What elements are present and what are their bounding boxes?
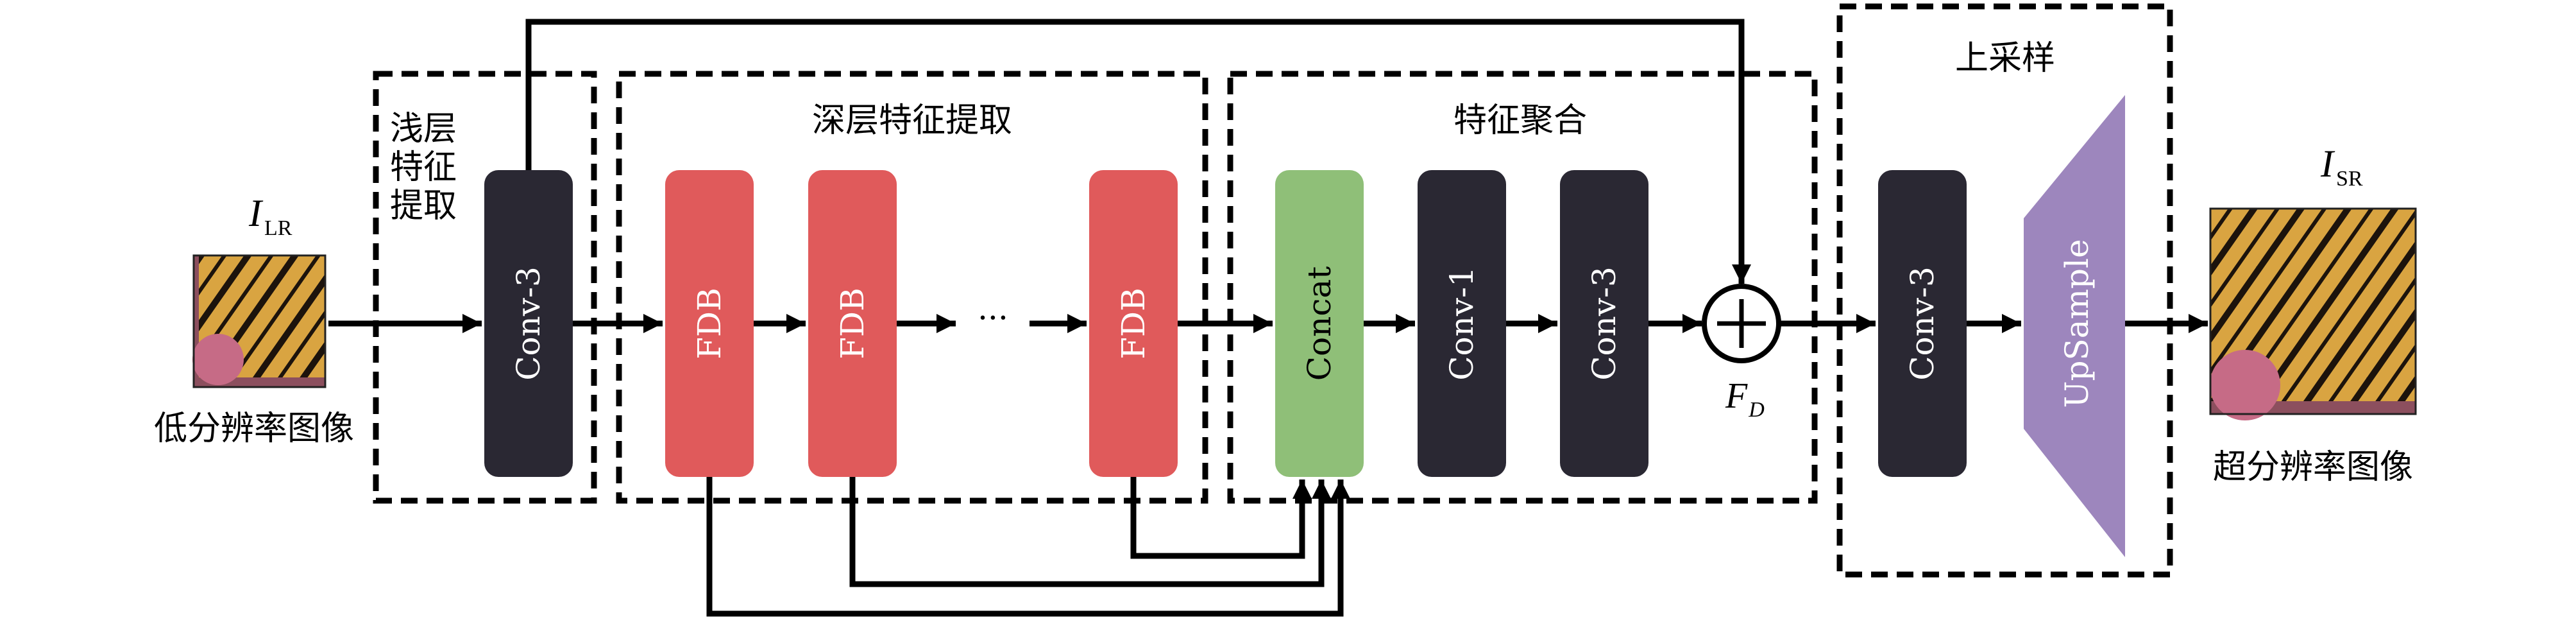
- shallow-section-box: [373, 71, 597, 504]
- fdb2-block: [808, 170, 897, 477]
- fdb2-to-concat-connection: [849, 477, 1331, 587]
- conv3-shallow-block: [484, 170, 573, 477]
- input-subscript: LR: [264, 216, 292, 240]
- output-subscript: SR: [2336, 167, 2363, 191]
- fdb3-block: [1089, 170, 1178, 477]
- concat-block: [1275, 170, 1364, 477]
- fdb-ellipsis: ···: [978, 299, 1008, 336]
- fdb3-to-concat-connection: [1130, 477, 1312, 559]
- upsample-label: UpSample: [2058, 239, 2096, 408]
- global-skip-connection: [525, 19, 1751, 284]
- conv3-fusion-label: Conv-3: [1586, 266, 1623, 381]
- fdb1-to-concat-connection: [706, 477, 1350, 617]
- upsample-section-box: [1836, 3, 2173, 578]
- input-caption: 低分辨率图像: [154, 410, 354, 448]
- sum-subscript: D: [1748, 398, 1765, 422]
- output-caption: 超分辨率图像: [2213, 448, 2413, 487]
- fdb1-label: FDB: [691, 288, 728, 359]
- sum-label: FD: [1725, 376, 1765, 422]
- sum-node: [1702, 284, 1781, 363]
- conv3-shallow-label: Conv-3: [510, 266, 547, 381]
- conv3-upsample-label: Conv-3: [1904, 266, 1941, 381]
- output-image: [2209, 207, 2417, 420]
- shallow-section-title-line2: 特征: [390, 148, 457, 187]
- conv1-block: [1418, 170, 1506, 477]
- fusion-section-box: [1227, 71, 1818, 504]
- conv3-upsample-block: [1878, 170, 1967, 477]
- fdb2-label: FDB: [834, 288, 871, 359]
- fdb1-block: [665, 170, 754, 477]
- input-image: [192, 254, 326, 388]
- concat-label: Concat: [1301, 266, 1338, 381]
- conv3-fusion-block: [1560, 170, 1648, 477]
- conv1-label: Conv-1: [1443, 266, 1480, 381]
- fusion-section-title: 特征聚合: [1453, 101, 1587, 140]
- deep-section-box: [616, 71, 1208, 504]
- upsample-section-title: 上采样: [1955, 39, 2055, 78]
- shallow-section-title-line3: 提取: [390, 187, 457, 225]
- fdb3-label: FDB: [1115, 288, 1152, 359]
- shallow-section-title-line1: 浅层: [390, 110, 457, 148]
- upsample-block: [2024, 95, 2125, 557]
- deep-section-title: 深层特征提取: [812, 101, 1012, 140]
